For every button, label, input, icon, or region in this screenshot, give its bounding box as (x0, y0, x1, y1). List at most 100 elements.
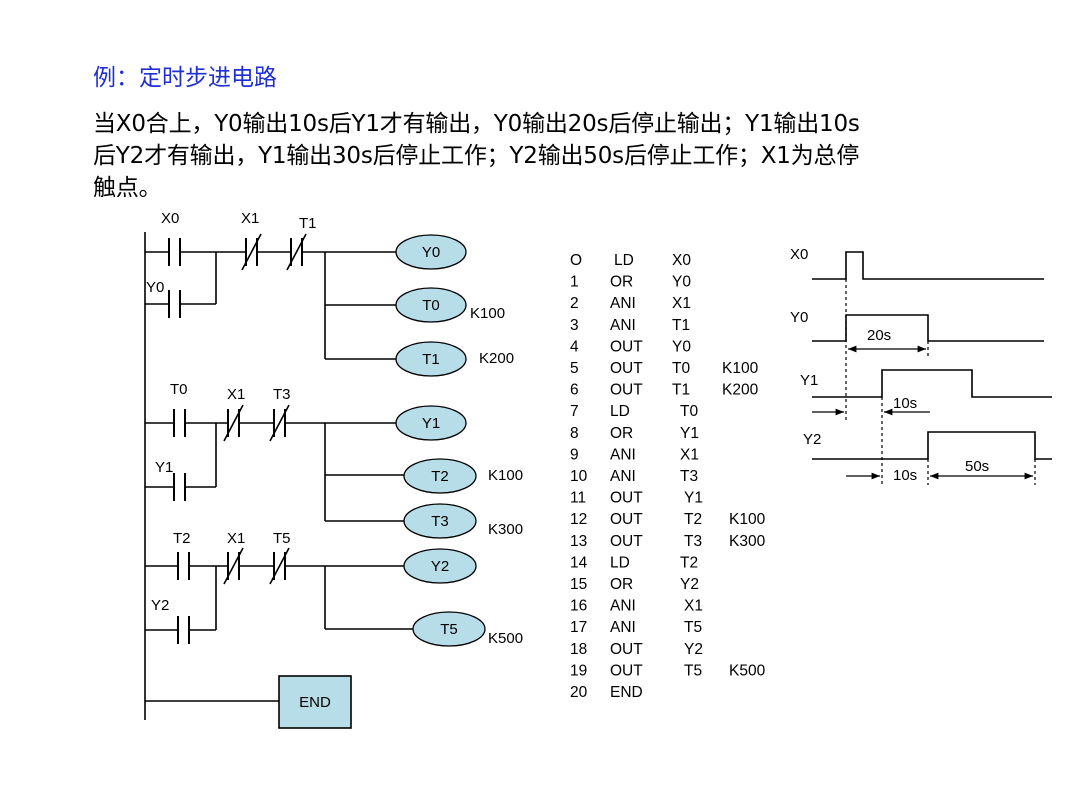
instruction-step: 17 (570, 619, 587, 636)
description-line-1: 当X0合上，Y0输出10s后Y1才有输出，Y0输出20s后停止输出；Y1输出10… (93, 111, 860, 137)
constant-t5: K500 (488, 630, 523, 647)
instruction-row: O LD X0 (570, 252, 691, 269)
instruction-operand: Y0 (672, 274, 691, 291)
instruction-op: OUT (610, 662, 643, 679)
instruction-step: 11 (570, 490, 586, 507)
coil-label-y1: Y1 (422, 415, 440, 432)
contact-label-t2: T2 (173, 530, 191, 547)
instruction-operand: T2 (680, 554, 698, 571)
instruction-operand: Y1 (684, 490, 703, 507)
instruction-op: OUT (610, 360, 643, 377)
interval-y0-on: 20s (867, 327, 891, 344)
instruction-constant: K100 (729, 511, 766, 528)
instruction-operand: X1 (684, 598, 703, 615)
instruction-op: OUT (610, 641, 643, 658)
instruction-step: 7 (570, 403, 579, 420)
waveform-y1 (812, 369, 1052, 398)
rung-3 (145, 547, 414, 644)
description-line-3: 触点。 (93, 175, 162, 201)
instruction-op: OUT (610, 382, 643, 399)
contact-label-t5: T5 (273, 530, 291, 547)
constant-t3: K300 (488, 521, 523, 538)
instruction-operand: Y0 (672, 338, 691, 355)
instruction-step: 20 (570, 684, 588, 701)
contact-label-x1-rung3: X1 (227, 530, 245, 547)
contact-label-t1: T1 (299, 215, 317, 232)
instruction-step: 5 (570, 360, 579, 377)
instruction-op: OUT (610, 490, 643, 507)
instruction-op: ANI (610, 468, 636, 485)
waveform-y2 (812, 431, 1052, 460)
instruction-step: 4 (570, 338, 579, 355)
contact-label-y2: Y2 (151, 597, 169, 614)
instruction-step: 2 (570, 295, 579, 312)
instruction-step: 6 (570, 382, 579, 399)
instruction-op: OR (610, 274, 633, 291)
instruction-step: 12 (570, 511, 587, 528)
coil-y2 (403, 548, 477, 584)
coil-label-y0: Y0 (422, 244, 440, 261)
instruction-op: ANI (610, 295, 636, 312)
coil-label-y2: Y2 (431, 558, 449, 575)
instruction-step: O (570, 252, 582, 269)
constant-t0: K100 (470, 305, 505, 322)
coil-label-t0: T0 (422, 297, 440, 314)
instruction-op: LD (610, 403, 630, 420)
coil-t3 (403, 503, 477, 539)
timing-label-y1: Y1 (800, 372, 818, 389)
rung-2 (145, 404, 404, 522)
instruction-operand: T2 (684, 511, 702, 528)
timer-constants: K100 K200 K100 K300 K500 (470, 305, 523, 647)
constant-t1: K200 (479, 350, 514, 367)
instruction-row: 11 OUT Y1 (570, 490, 703, 507)
coils (278, 234, 486, 729)
instruction-operand: Y1 (680, 425, 699, 442)
instruction-op: OR (610, 425, 633, 442)
instruction-constant: K200 (722, 382, 759, 399)
instruction-step: 10 (570, 468, 588, 485)
coil-y0 (395, 234, 467, 270)
instruction-constant: K500 (729, 662, 766, 679)
contact-labels: X0 X1 T1 Y0 T0 X1 T3 Y1 T2 X1 T5 Y2 (146, 210, 317, 614)
waveform-y0 (812, 314, 1044, 342)
timing-label-y0: Y0 (790, 309, 808, 326)
coil-label-t3: T3 (431, 513, 449, 530)
instruction-step: 13 (570, 533, 587, 550)
instruction-op: LD (614, 252, 634, 269)
interval-y2-on: 50s (965, 458, 989, 475)
instruction-constant: K100 (722, 360, 759, 377)
coil-label-t5: T5 (440, 621, 458, 638)
instruction-operand: Y2 (684, 641, 703, 658)
contact-label-t0: T0 (170, 381, 188, 398)
rung-1 (145, 233, 398, 360)
instruction-step: 3 (570, 317, 579, 334)
instruction-operand: T1 (672, 317, 690, 334)
instruction-op: OUT (610, 511, 643, 528)
coil-t5 (412, 611, 486, 647)
contact-label-x1-rung1: X1 (241, 210, 259, 227)
instruction-operand: T5 (684, 619, 702, 636)
timing-diagram: X0 Y0 Y1 Y2 20s 10s 10s 50s (790, 246, 1052, 485)
coil-t0 (395, 287, 467, 323)
instruction-operand: X0 (672, 252, 691, 269)
slide-title: 例：定时步进电路 (93, 65, 277, 91)
instruction-operand: T3 (684, 533, 702, 550)
instruction-step: 1 (570, 274, 579, 291)
instruction-op: ANI (610, 446, 636, 463)
coil-label-t1: T1 (422, 351, 440, 368)
instruction-row: 12 OUT T2 K100 (570, 511, 766, 528)
end-box (278, 675, 352, 729)
instruction-op: OUT (610, 338, 643, 355)
coil-label-t2: T2 (431, 468, 449, 485)
